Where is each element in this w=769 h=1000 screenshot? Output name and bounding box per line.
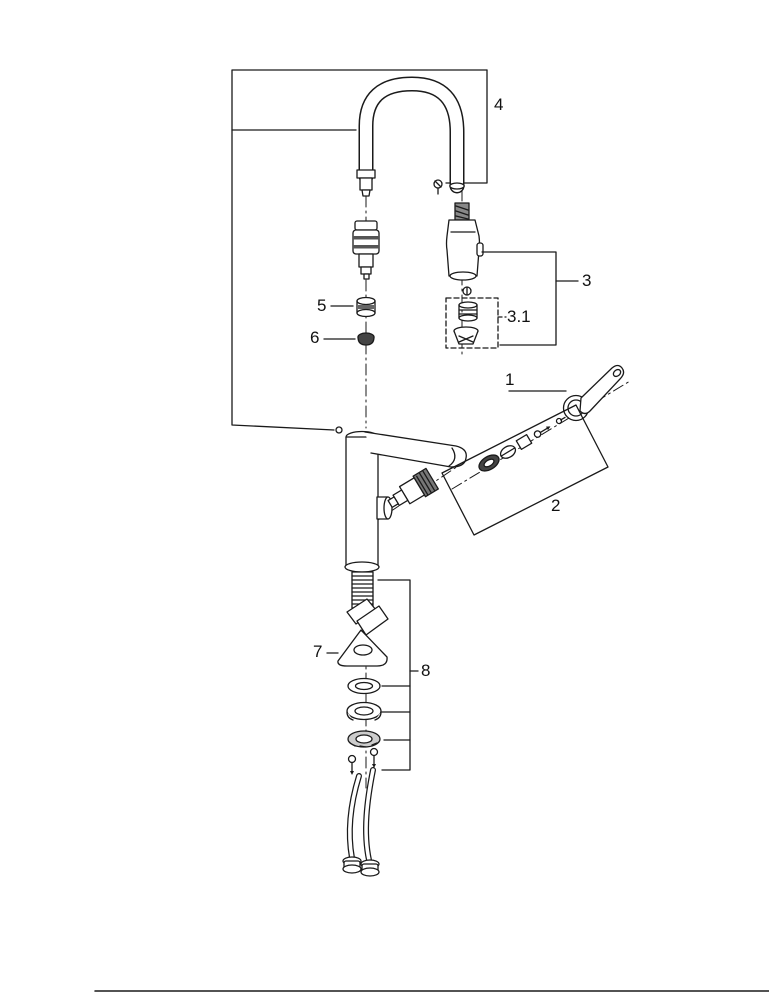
spout-fitting [356, 169, 376, 197]
check-valve [453, 326, 479, 345]
hose-connector [352, 220, 380, 280]
part-label-5: 5 [317, 296, 327, 315]
spray-head-screw-icon [462, 286, 472, 296]
washer-rubber [346, 701, 382, 721]
part-label-6: 6 [310, 328, 320, 347]
small-screw-icon [555, 416, 566, 425]
part-label-4: 4 [494, 95, 504, 114]
spacer [515, 433, 533, 451]
supply-hoses [342, 767, 380, 877]
part5-bushing [356, 296, 376, 318]
handle-parts [478, 416, 566, 472]
part-label-1: 1 [505, 370, 515, 389]
o-ring [478, 454, 500, 472]
faucet-body [335, 426, 467, 573]
part2-box [441, 404, 609, 536]
part-label-7: 7 [313, 642, 323, 661]
handle-screw-icon [533, 426, 551, 438]
washer-flat [347, 677, 381, 695]
spray-head [445, 202, 484, 281]
mounting-tabs [346, 598, 389, 636]
part6-nut [357, 332, 375, 346]
spout-screw-icon [433, 179, 443, 195]
lever-handle [562, 364, 625, 422]
part-label-2: 2 [551, 496, 561, 515]
part7-cone [337, 629, 388, 667]
part31-box [445, 297, 499, 349]
cartridge [387, 467, 439, 509]
part-label-3-1: 3.1 [507, 307, 531, 326]
spout-tube [358, 76, 465, 194]
part-label-8: 8 [421, 661, 431, 680]
dome-cap [499, 445, 517, 459]
part-label-3: 3 [582, 271, 592, 290]
washer-metal [347, 730, 381, 748]
part31-mousseur [458, 301, 478, 322]
part3-bracket [481, 251, 579, 346]
mounting-screw-icons [347, 747, 379, 775]
part8-bracket [377, 579, 419, 771]
